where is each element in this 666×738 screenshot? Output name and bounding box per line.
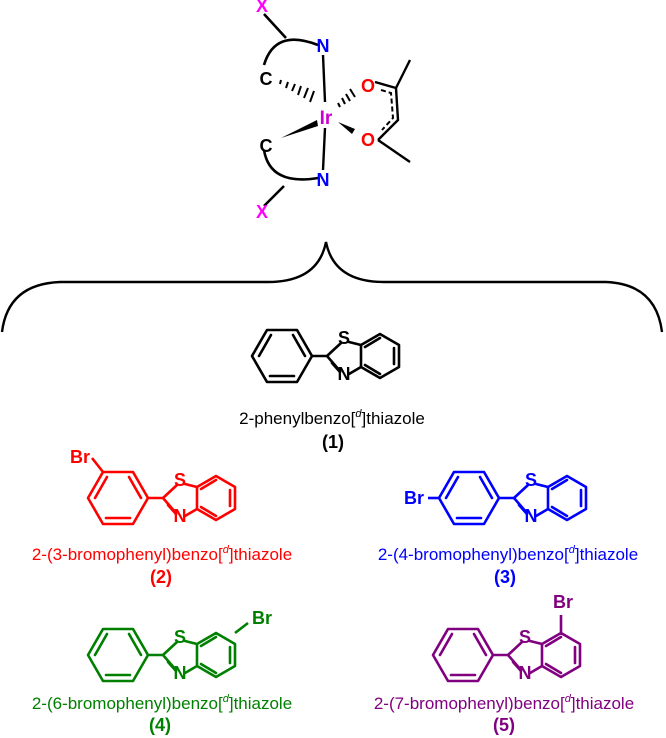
n-atom-top: N xyxy=(317,36,330,56)
sulfur-atom: S xyxy=(174,627,186,647)
sulfur-atom: S xyxy=(174,470,186,490)
sulfur-atom: S xyxy=(525,470,537,490)
compound-2: Br S N 2-(3-bromophenyl)benzo[d]thiazole… xyxy=(32,447,292,587)
x-atom-top: X xyxy=(256,0,268,16)
x-atom-bottom: X xyxy=(256,202,268,222)
ir-atom: Ir xyxy=(320,108,333,129)
compound-4-label: (4) xyxy=(149,715,171,735)
c-atom-top: C xyxy=(260,69,273,89)
n-atom-bottom: N xyxy=(317,170,330,190)
compound-3: Br S N 2-(4-bromophenyl)benzo[d]thiazole… xyxy=(378,470,638,587)
sulfur-atom: S xyxy=(519,627,531,647)
sulfur-atom: S xyxy=(338,328,350,348)
ir-complex: X X C C N N Ir O O xyxy=(256,0,412,222)
compound-1-label: (1) xyxy=(322,432,344,452)
nitrogen-atom: N xyxy=(338,364,351,384)
compound-4: Br S N 2-(6-bromophenyl)benzo[d]thiazole… xyxy=(32,608,292,735)
bromine-atom: Br xyxy=(553,592,573,612)
compound-3-label: (3) xyxy=(494,567,516,587)
nitrogen-atom: N xyxy=(174,506,187,526)
bromine-atom: Br xyxy=(252,608,272,628)
compound-5-label: (5) xyxy=(493,715,515,735)
o-atom-top: O xyxy=(361,76,375,96)
compound-3-name: 2-(4-bromophenyl)benzo[d]thiazole xyxy=(378,544,638,564)
compound-5-name: 2-(7-bromophenyl)benzo[d]thiazole xyxy=(374,693,634,713)
compound-4-name: 2-(6-bromophenyl)benzo[d]thiazole xyxy=(32,693,292,713)
nitrogen-atom: N xyxy=(525,506,538,526)
nitrogen-atom: N xyxy=(519,663,532,683)
compound-1-name: 2-phenylbenzo[d]thiazole xyxy=(239,408,425,428)
c-atom-bottom: C xyxy=(260,136,273,156)
o-atom-bottom: O xyxy=(361,130,375,150)
bromine-atom: Br xyxy=(70,447,90,467)
compound-5: Br S N 2-(7-bromophenyl)benzo[d]thiazole… xyxy=(374,592,634,735)
bromine-atom: Br xyxy=(404,488,424,508)
compound-2-label: (2) xyxy=(150,567,172,587)
compound-2-name: 2-(3-bromophenyl)benzo[d]thiazole xyxy=(32,544,292,564)
curly-brace xyxy=(0,241,664,333)
nitrogen-atom: N xyxy=(174,663,187,683)
compound-1: S N 2-phenylbenzo[d]thiazole (1) xyxy=(239,328,425,452)
